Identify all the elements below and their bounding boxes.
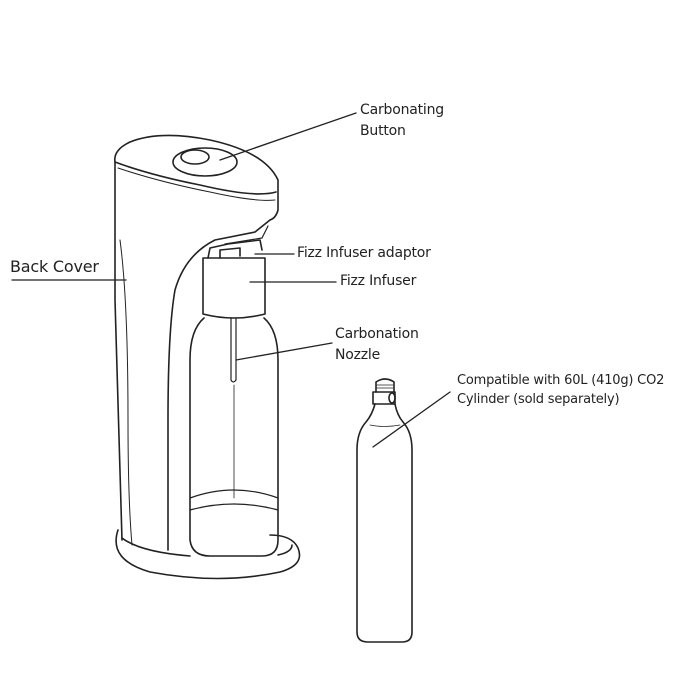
label-carbonating-button-line1: Carbonating	[360, 102, 444, 118]
carbonating-button	[172, 147, 238, 177]
leader-carbonation-nozzle	[235, 342, 333, 361]
label-cylinder-line2: Cylinder (sold separately)	[457, 392, 620, 407]
machine-body-left	[114, 161, 123, 541]
machine-base	[115, 529, 301, 580]
label-fizz-infuser: Fizz Infuser	[340, 273, 417, 289]
cylinder-valve	[375, 378, 395, 393]
machine-base-top	[121, 537, 293, 557]
carbonation-nozzle	[230, 317, 237, 383]
fizz-infuser-adaptor	[207, 239, 263, 259]
back-cover	[113, 134, 279, 221]
leader-lines	[11, 112, 451, 448]
label-fizz-infuser-adaptor: Fizz Infuser adaptor	[297, 245, 431, 261]
bottle	[189, 317, 279, 557]
machine-top-cap	[114, 161, 277, 195]
label-carbonation-nozzle-line1: Carbonation	[335, 326, 419, 342]
co2-cylinder-illustration	[356, 378, 413, 643]
soda-maker-illustration	[113, 134, 301, 580]
cylinder-body	[356, 403, 413, 643]
label-cylinder-line1: Compatible with 60L (410g) CO2	[457, 373, 665, 388]
leader-carbonating-button	[219, 112, 357, 161]
leader-cylinder	[372, 391, 451, 448]
fizz-infuser	[202, 257, 266, 319]
label-carbonating-button-line2: Button	[360, 123, 406, 139]
machine-body-inner	[167, 219, 271, 551]
label-back-cover: Back Cover	[10, 257, 99, 276]
label-carbonation-nozzle-line2: Nozzle	[335, 347, 381, 363]
